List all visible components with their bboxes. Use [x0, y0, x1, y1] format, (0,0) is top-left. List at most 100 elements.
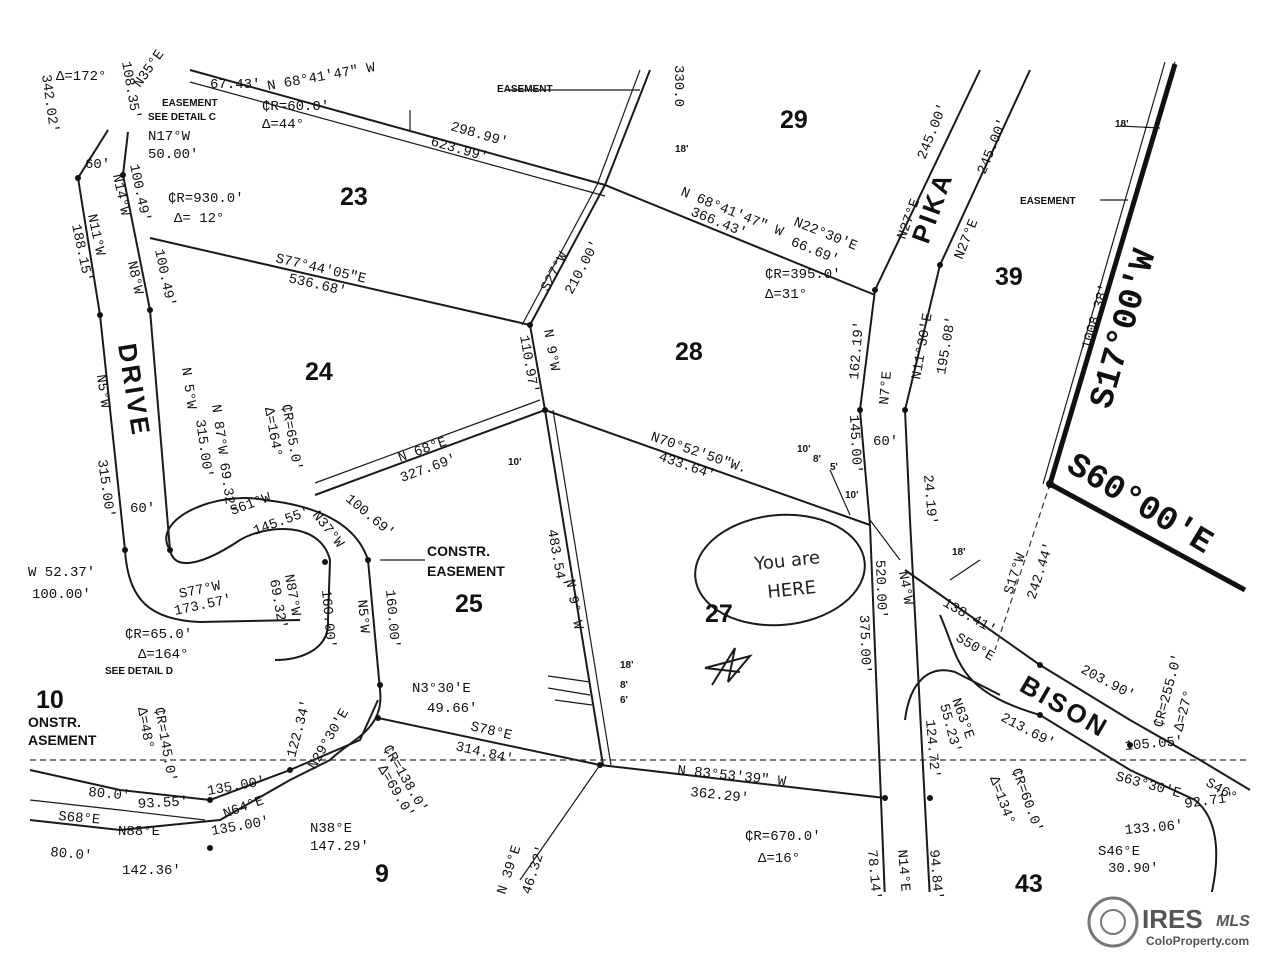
lot-line-24-28 — [529, 324, 546, 411]
lot-24: 24 — [305, 358, 333, 386]
lot-line-25-27-inner — [552, 409, 612, 766]
dim-60b: 60' — [130, 501, 155, 517]
watermark-mls: MLS — [1216, 913, 1250, 930]
dim-cr650b: ₵R=65.0' — [125, 627, 192, 643]
dim-14236: 142.36' — [122, 863, 181, 879]
label-constr-left-1: ONSTR. — [28, 714, 81, 730]
lot-line-23-28-inner — [521, 69, 641, 326]
dim-d172: Δ=172° — [56, 69, 106, 85]
dim-n35: N35°E — [131, 47, 168, 91]
dim-10b: 10' — [797, 444, 811, 455]
dim-13841: 138.41' — [940, 595, 999, 638]
dim-d164b: Δ=164° — [138, 647, 188, 663]
dim-n29: N29°30'E — [305, 706, 352, 772]
dim-16219: 162.19' — [847, 320, 868, 380]
dim-10c: 10' — [845, 490, 859, 501]
dim-d31: Δ=31° — [765, 287, 807, 303]
dim-16000b: 160.00' — [381, 589, 402, 649]
dim-2419: 24.19' — [919, 474, 939, 526]
lot-line-39-east — [1042, 62, 1166, 485]
dim-n9-top: N 9°W — [539, 328, 562, 373]
label-easement-detail: EASEMENT — [162, 98, 218, 109]
dim-9484: 94.84' — [925, 849, 945, 901]
dim-18d: 18' — [952, 547, 966, 558]
dim-n11e: N11°30'E — [909, 312, 936, 381]
lot-line-25-27 — [544, 409, 604, 766]
here-text: HERE — [766, 577, 817, 603]
bison-cul — [904, 669, 1001, 721]
dim-20390: 203.90' — [1078, 662, 1137, 704]
dim-9355: 93.55' — [137, 794, 188, 813]
lot-39: 39 — [995, 263, 1023, 291]
label-see-detail-c: SEE DETAIL C — [148, 112, 216, 123]
dim-cr600b: ₵R=60.0' — [1007, 766, 1045, 835]
dim-10000: 100.00' — [32, 587, 91, 603]
dim-6743: 67.43' — [210, 77, 260, 93]
you-are-here-oval — [694, 513, 866, 627]
dim-4966: 49.66' — [427, 701, 477, 717]
dim-800b: 80.0' — [50, 845, 93, 865]
dim-60a: 60' — [85, 157, 110, 173]
dim-n27b: N27°E — [952, 217, 983, 262]
dim-5237: W 52.37' — [28, 565, 95, 581]
leader-arrows — [380, 89, 1161, 706]
dim-3090: 30.90' — [1108, 861, 1158, 877]
dim-24500a: 245.00' — [915, 101, 952, 162]
lot-43: 43 — [1015, 870, 1043, 898]
lot-27: 27 — [705, 600, 733, 628]
drive-cul-loop — [29, 497, 382, 832]
dim-s46b: S46°E — [1098, 844, 1140, 860]
dim-12472: 124.72' — [921, 719, 942, 779]
dim-24500b: 245.00' — [975, 116, 1012, 177]
dim-13306: 133.06' — [1124, 818, 1184, 839]
dim-cr930: ₵R=930.0' — [168, 191, 244, 207]
dim-14500: 145.00' — [845, 414, 864, 474]
dim-10069: 100.69' — [342, 492, 397, 542]
boundary-s17w — [1047, 63, 1178, 485]
dim-6a: 6' — [620, 695, 628, 706]
dim-14729: 147.29' — [310, 839, 369, 855]
lot-line-24-25 — [314, 409, 546, 496]
dim-d48: Δ=48° — [133, 706, 156, 750]
dim-n14e: N14°E — [893, 849, 913, 892]
dim-31500a: 315.00' — [93, 458, 117, 518]
dim-n37: N37°W — [308, 508, 347, 551]
dim-800a: 80.0' — [88, 785, 131, 805]
dim-n38: N38°E — [310, 821, 352, 837]
bison-road-north-edge — [904, 569, 1251, 791]
dim-60c: 60' — [873, 434, 898, 450]
lot-line-27-9 — [599, 764, 886, 799]
lot-line-25-9 — [377, 717, 601, 766]
dim-33000: 330.0 — [670, 65, 686, 107]
boundary-s60e — [1048, 481, 1247, 593]
dim-d16: Δ=16° — [758, 851, 800, 867]
bearing-s60e-big: S60°00'E — [1059, 447, 1218, 564]
dim-9271: 92.71' — [1183, 790, 1235, 813]
dim-s78: S78°E — [469, 719, 514, 744]
lot-line-23-28 — [529, 69, 651, 326]
label-easement-top: EASEMENT — [497, 84, 553, 95]
dim-s63: S63°30'E — [1114, 769, 1183, 802]
dim-16000a: 160.00' — [317, 589, 338, 649]
dim-n7: N7°E — [877, 371, 896, 406]
label-easement-right: EASEMENT — [1020, 196, 1076, 207]
lot-23: 23 — [340, 183, 368, 211]
label-constr-2: EASEMENT — [427, 563, 505, 579]
dim-s17w: S17°W — [1002, 551, 1030, 596]
plat-linework — [29, 62, 1251, 892]
dim-18a: 18' — [675, 144, 689, 155]
dim-36229: 362.29' — [689, 785, 749, 807]
label-constr-left-2: ASEMENT — [28, 732, 97, 748]
drive-road-curb — [29, 799, 206, 821]
lot-line-23-24 — [149, 237, 531, 326]
drive-road-east-edge — [121, 131, 332, 661]
lot-line-23-top-inner — [189, 81, 606, 197]
dim-8a: 8' — [620, 680, 628, 691]
lot-10: 10 — [36, 686, 64, 714]
dim-52000: 520.00' — [871, 560, 889, 619]
dim-10a: 10' — [508, 457, 522, 468]
dim-n68-top: N 68°41'47" W — [266, 60, 377, 95]
lot-line-9-diag — [519, 764, 601, 881]
label-constr-1: CONSTR. — [427, 543, 490, 559]
